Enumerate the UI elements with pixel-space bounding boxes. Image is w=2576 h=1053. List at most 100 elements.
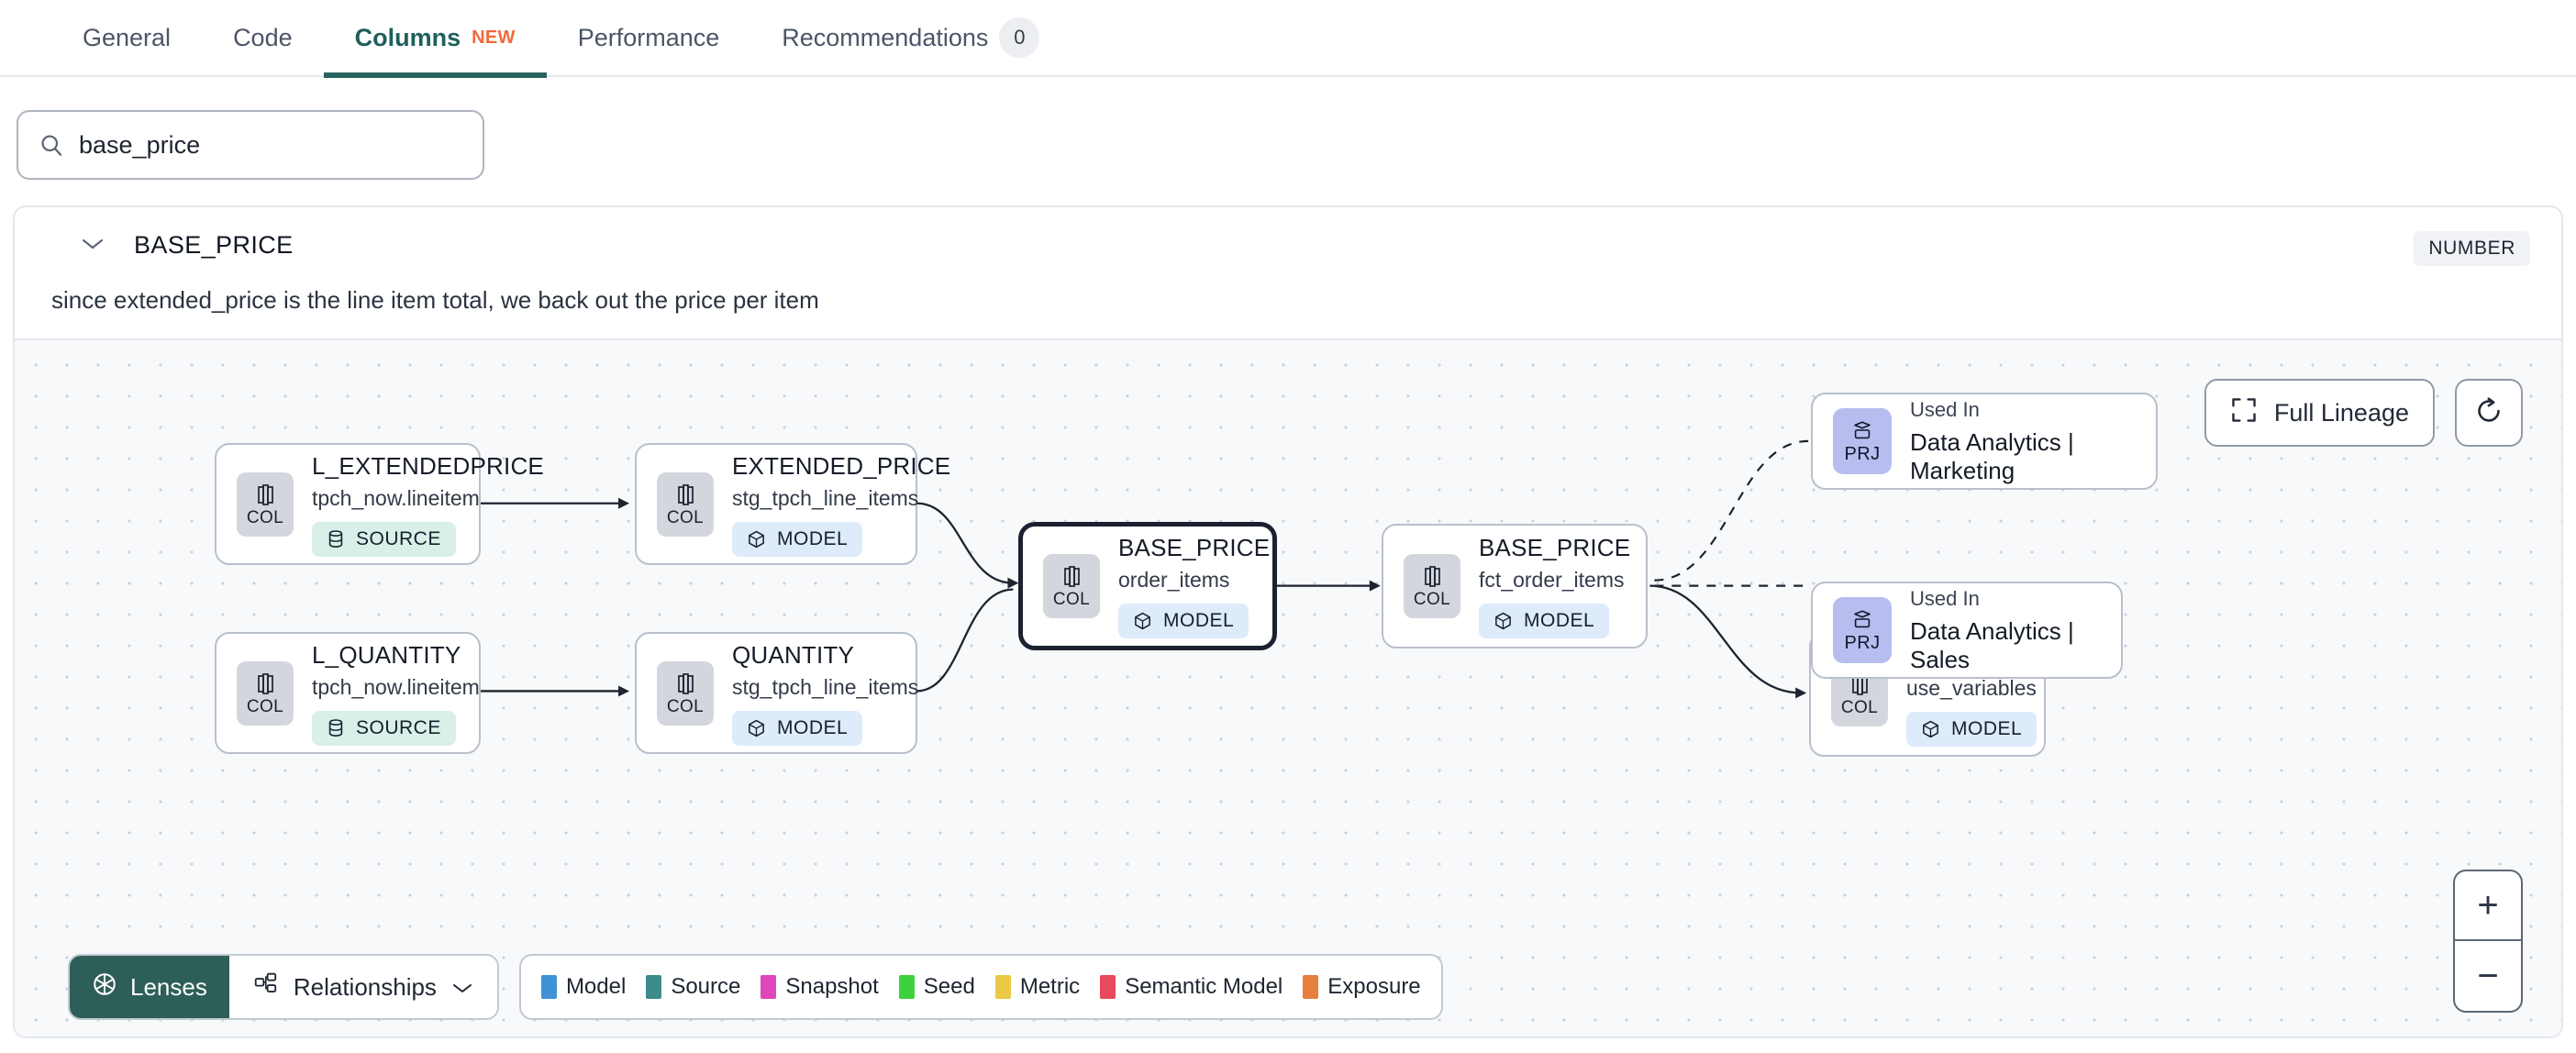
legend-item-exposure: Exposure	[1303, 974, 1421, 1000]
cube-icon	[1923, 720, 1938, 738]
node-type-tag-label: MODEL	[777, 716, 849, 738]
project-text: Used In Data Analytics | Sales	[1910, 587, 2101, 674]
tab-bar: General Code Columns NEW Performance Rec…	[0, 0, 2576, 78]
tab-code[interactable]: Code	[202, 0, 324, 76]
lineage-node-l-extendedprice[interactable]: COL L_EXTENDEDPRICE tpch_now.lineitem SO…	[215, 443, 544, 565]
refresh-button[interactable]	[2455, 379, 2523, 447]
legend-item-metric: Metric	[994, 974, 1081, 1000]
node-type-tag: MODEL	[1118, 604, 1249, 638]
node-name: L_QUANTITY	[312, 640, 461, 669]
project-text: Used In Data Analytics | Marketing	[1910, 398, 2136, 485]
zoom-controls: + −	[2453, 870, 2523, 1013]
chevron-down-icon	[451, 973, 473, 1002]
node-type-tag-label: MODEL	[1524, 610, 1595, 631]
node-name: BASE_PRICE	[1479, 534, 1631, 561]
node-text: BASE_PRICE fct_order_items MODEL	[1479, 534, 1630, 638]
lineage-node-project-marketing[interactable]: PRJ Used In Data Analytics | Marketing	[1811, 393, 2158, 490]
column-icon	[258, 483, 273, 505]
search-icon	[39, 132, 64, 158]
search-input[interactable]	[79, 130, 462, 160]
legend-label: Model	[565, 974, 627, 999]
column-icon	[678, 483, 694, 505]
lineage-node-quantity[interactable]: COL QUANTITY stg_tpch_line_items MODEL	[635, 632, 918, 754]
tab-label: Code	[233, 23, 293, 51]
legend-swatch	[540, 975, 557, 999]
node-type-tag-label: SOURCE	[356, 527, 441, 549]
lenses-group: Lenses Relationships	[68, 954, 499, 1020]
prj-badge: PRJ	[1833, 597, 1892, 663]
node-subtitle: fct_order_items	[1479, 568, 1625, 592]
lineage-node-l-quantity[interactable]: COL L_QUANTITY tpch_now.lineitem SOURCE	[215, 632, 481, 754]
recommendations-count-badge: 0	[999, 17, 1040, 58]
lineage-legend: Model Source Snapshot Seed Metric	[518, 954, 1443, 1020]
node-subtitle: order_items	[1118, 568, 1230, 592]
tab-label: Columns	[354, 23, 461, 51]
col-badge: COL	[237, 471, 294, 537]
search-box[interactable]	[17, 110, 484, 180]
column-name: BASE_PRICE	[134, 231, 294, 259]
lineage-node-extended-price[interactable]: COL EXTENDED_PRICE stg_tpch_line_items M…	[635, 443, 950, 565]
cube-icon	[749, 719, 764, 737]
node-subtitle: tpch_now.lineitem	[312, 674, 480, 699]
node-type-tag: MODEL	[732, 521, 863, 557]
legend-item-seed: Seed	[898, 974, 975, 1000]
col-badge: COL	[1043, 554, 1100, 618]
node-type-tag-label: MODEL	[1163, 610, 1235, 631]
legend-label: Metric	[1019, 974, 1081, 999]
expand-icon	[2230, 396, 2258, 430]
lineage-node-base-price-order-items[interactable]: COL BASE_PRICE order_items MODEL	[1018, 522, 1277, 650]
node-type-tag: SOURCE	[312, 710, 456, 746]
zoom-out-button[interactable]: −	[2477, 956, 2499, 996]
refresh-icon	[2474, 396, 2504, 430]
node-type-tag-label: MODEL	[777, 527, 849, 549]
column-description: since extended_price is the line item to…	[51, 286, 819, 314]
cube-icon	[749, 530, 764, 548]
tab-general[interactable]: General	[51, 0, 202, 76]
lineage-node-base-price-fct-order-items[interactable]: COL BASE_PRICE fct_order_items MODEL	[1382, 524, 1648, 648]
full-lineage-label: Full Lineage	[2273, 398, 2409, 427]
column-icon	[678, 672, 694, 694]
lineage-edges	[477, 439, 1809, 699]
prj-badge: PRJ	[1833, 408, 1892, 474]
legend-swatch	[646, 975, 662, 999]
node-type-tag: MODEL	[1906, 712, 2037, 747]
legend-label: Semantic Model	[1125, 974, 1283, 999]
col-badge-label: COL	[1840, 698, 1879, 717]
relationships-label: Relationships	[293, 972, 437, 1001]
lenses-button[interactable]: Lenses	[70, 956, 229, 1018]
node-type-tag: MODEL	[732, 710, 863, 746]
chevron-down-icon[interactable]	[81, 237, 112, 256]
col-badge-label: COL	[246, 696, 284, 716]
column-header: BASE_PRICE NUMBER	[15, 207, 2561, 273]
node-text: EXTENDED_PRICE stg_tpch_line_items MODEL	[732, 452, 950, 557]
project-name: Data Analytics | Marketing	[1910, 427, 2074, 484]
legend-swatch	[761, 975, 777, 999]
tab-performance[interactable]: Performance	[547, 0, 751, 76]
relationships-button[interactable]: Relationships	[228, 956, 497, 1018]
prj-badge-label: PRJ	[1844, 633, 1881, 653]
node-name: QUANTITY	[732, 640, 855, 669]
node-text: L_QUANTITY tpch_now.lineitem SOURCE	[312, 641, 480, 746]
node-name: BASE_PRICE	[1118, 534, 1271, 561]
lineage-node-project-sales[interactable]: PRJ Used In Data Analytics | Sales	[1811, 582, 2123, 679]
lineage-canvas[interactable]: COL L_EXTENDEDPRICE tpch_now.lineitem SO…	[15, 338, 2561, 1036]
col-badge: COL	[1404, 554, 1460, 618]
column-icon	[258, 672, 273, 694]
zoom-in-button[interactable]: +	[2455, 871, 2521, 941]
project-kicker: Used In	[1910, 397, 1980, 421]
tab-label: Recommendations	[782, 23, 989, 51]
col-badge-label: COL	[246, 507, 284, 527]
legend-item-semantic-model: Semantic Model	[1100, 974, 1282, 1000]
node-subtitle: tpch_now.lineitem	[312, 485, 480, 510]
tab-label: General	[83, 23, 172, 51]
tab-recommendations[interactable]: Recommendations 0	[750, 0, 1071, 76]
node-name: EXTENDED_PRICE	[732, 451, 951, 480]
full-lineage-button[interactable]: Full Lineage	[2204, 379, 2435, 447]
tab-columns[interactable]: Columns NEW	[323, 0, 547, 78]
project-name: Data Analytics | Sales	[1910, 616, 2074, 673]
legend-item-source: Source	[646, 974, 740, 1000]
col-badge: COL	[657, 471, 714, 537]
col-badge: COL	[237, 660, 294, 726]
col-badge: COL	[657, 660, 714, 726]
nodes-icon	[253, 971, 279, 1003]
